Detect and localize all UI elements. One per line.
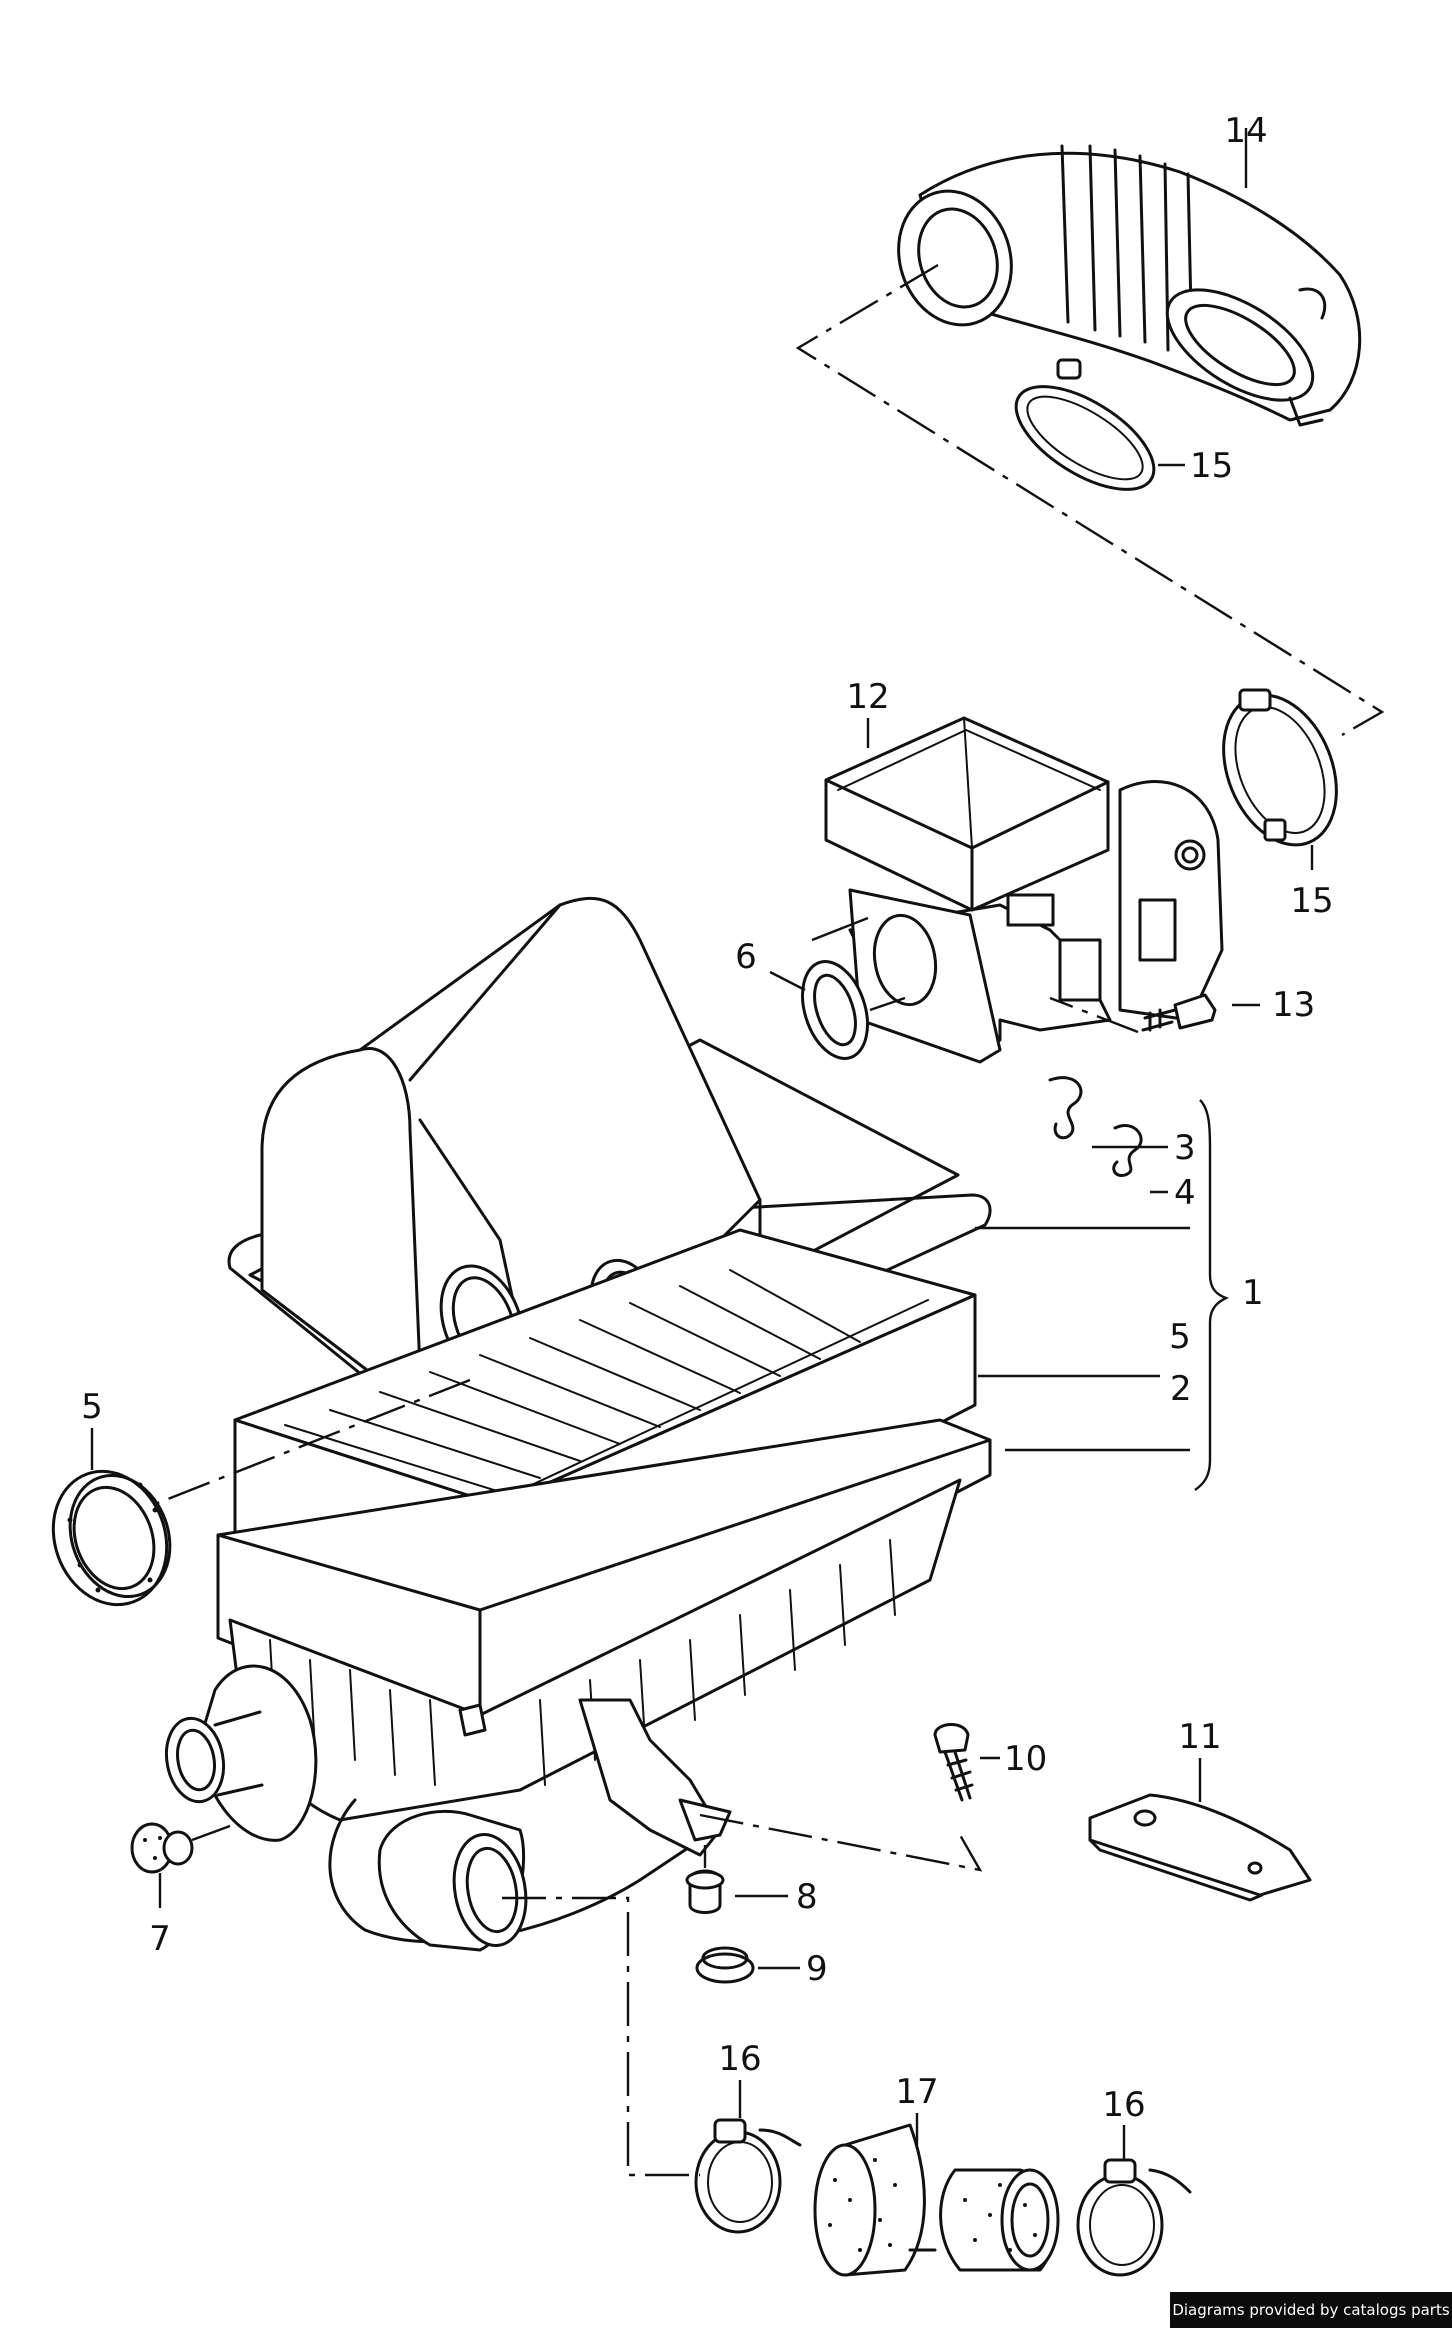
callout-17: 17 — [895, 2072, 938, 2112]
callout-5-seal: 5 — [81, 1387, 103, 1427]
part-17-sleeve — [813, 2123, 1060, 2277]
part-6-gasket — [801, 960, 869, 1060]
part-3-clip — [1048, 1076, 1083, 1140]
callout-5-filter: 5 — [1169, 1317, 1191, 1357]
callout-15-lower: 15 — [1290, 881, 1333, 921]
diagram-credit-banner: Diagrams provided by catalogs parts — [1170, 2292, 1452, 2328]
part-12-air-flow-meter — [824, 716, 1224, 1064]
callout-11: 11 — [1178, 1717, 1221, 1757]
callout-2: 2 — [1170, 1369, 1192, 1409]
callout-6: 6 — [735, 937, 757, 977]
part-9-grommet — [695, 1946, 755, 1984]
part-10-bolt — [933, 1723, 974, 1802]
part-11-bracket — [1088, 1793, 1312, 1902]
callout-12: 12 — [846, 677, 889, 717]
callout-13: 13 — [1272, 985, 1315, 1025]
callout-9: 9 — [806, 1949, 828, 1989]
part-14-intake-hose — [897, 144, 1362, 427]
part-15-hose-clamp-lower — [1222, 688, 1338, 847]
callout-16-right: 16 — [1102, 2085, 1145, 2125]
part-8-bushing — [685, 1869, 725, 1914]
callout-1: 1 — [1242, 1273, 1264, 1313]
part-13-bolt — [1141, 993, 1217, 1032]
part-4-spring — [1112, 1124, 1143, 1178]
callout-8: 8 — [796, 1877, 818, 1917]
part-16-hose-clamp-left — [694, 2118, 802, 2234]
callout-4: 4 — [1174, 1173, 1196, 1213]
part-16-hose-clamp-right — [1076, 2158, 1192, 2277]
callout-14: 14 — [1224, 111, 1267, 151]
callout-15-upper: 15 — [1190, 446, 1233, 486]
callout-10: 10 — [1004, 1739, 1047, 1779]
group-bracket — [1194, 1099, 1229, 1491]
callout-16-left: 16 — [718, 2039, 761, 2079]
air-filter-housing-lower — [164, 1418, 992, 1952]
callout-7: 7 — [149, 1919, 171, 1959]
callout-3: 3 — [1174, 1128, 1196, 1168]
part-15-hose-clamp-upper — [1014, 358, 1156, 491]
part-7-grommet — [130, 1822, 194, 1874]
part-5-seal-ring — [51, 1469, 172, 1607]
